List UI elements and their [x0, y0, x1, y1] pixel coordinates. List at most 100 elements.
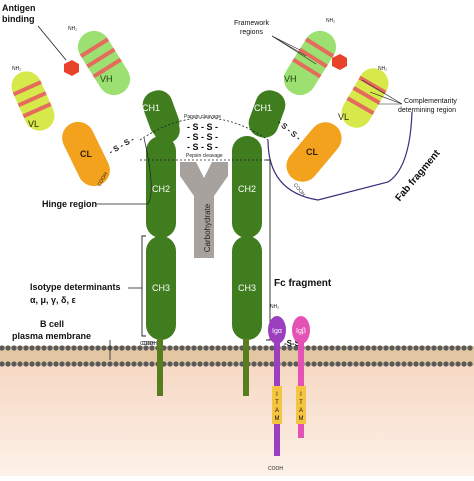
- lipid-head-inner: [437, 361, 443, 367]
- left-cl-domain: CL COOH - S - S -: [62, 121, 136, 187]
- right-heavy-cooh: COOH: [142, 341, 157, 347]
- lipid-head-inner: [377, 361, 383, 367]
- lipid-head-inner: [77, 361, 83, 367]
- lipid-head-inner: [41, 361, 47, 367]
- lipid-head-inner: [281, 361, 287, 367]
- lipid-head-outer: [347, 345, 353, 351]
- lipid-head-inner: [203, 361, 209, 367]
- lipid-head-outer: [185, 345, 191, 351]
- right-ch2-domain: [232, 136, 262, 238]
- lipid-head-outer: [137, 345, 143, 351]
- lipid-head-inner: [365, 361, 371, 367]
- lipid-head-inner: [425, 361, 431, 367]
- lipid-head-outer: [173, 345, 179, 351]
- lipid-head-outer: [203, 345, 209, 351]
- complementarity-line1: Complementarity: [404, 98, 457, 105]
- lipid-head-outer: [77, 345, 83, 351]
- right-ch1-domain: [248, 90, 286, 138]
- lipid-head-outer: [257, 345, 263, 351]
- lipid-head-inner: [107, 361, 113, 367]
- lipid-head-outer: [131, 345, 137, 351]
- left-vl-label: VL: [28, 119, 39, 129]
- hinge-disulfide-2: - S - S -: [187, 132, 218, 142]
- lipid-head-inner: [311, 361, 317, 367]
- left-vh-nh2: NH₂: [68, 26, 77, 32]
- lipid-head-inner: [401, 361, 407, 367]
- lipid-head-inner: [287, 361, 293, 367]
- lipid-head-inner: [323, 361, 329, 367]
- left-vl-nh2: NH₂: [12, 66, 21, 72]
- lipid-head-inner: [347, 361, 353, 367]
- lipid-head-outer: [227, 345, 233, 351]
- lipid-head-outer: [401, 345, 407, 351]
- fc-fragment-bracket: [266, 159, 271, 341]
- right-vl-nh2: NH₂: [378, 66, 387, 72]
- lipid-head-outer: [179, 345, 185, 351]
- lipid-head-inner: [47, 361, 53, 367]
- ig-beta-label: Igβ: [296, 328, 306, 335]
- lipid-head-inner: [23, 361, 29, 367]
- lipid-head-outer: [233, 345, 239, 351]
- lipid-head-outer: [407, 345, 413, 351]
- ig-beta-itam: [296, 386, 306, 424]
- pepsin-cleavage-label: Pepsin cleavage: [186, 153, 223, 159]
- lipid-head-inner: [209, 361, 215, 367]
- b-cell-label: B cell: [40, 319, 64, 329]
- right-cl-label: CL: [306, 147, 318, 157]
- lipid-head-outer: [191, 345, 197, 351]
- framework-regions-line2: regions: [240, 29, 263, 36]
- lipid-head-outer: [29, 345, 35, 351]
- lipid-head-outer: [413, 345, 419, 351]
- lipid-head-outer: [311, 345, 317, 351]
- left-heavy-cooh: COOH: [140, 341, 155, 347]
- lipid-head-inner: [185, 361, 191, 367]
- lipid-head-outer: [395, 345, 401, 351]
- lipid-head-outer: [209, 345, 215, 351]
- ig-alpha: Igα I T A M NH₂ COOH: [268, 304, 286, 472]
- lipid-head-inner: [125, 361, 131, 367]
- lipid-head-inner: [305, 361, 311, 367]
- lipid-head-inner: [317, 361, 323, 367]
- svg-text:M: M: [275, 416, 280, 422]
- lipid-head-inner: [335, 361, 341, 367]
- lipid-head-outer: [425, 345, 431, 351]
- ig-alpha-cooh: COOH: [268, 466, 283, 472]
- lipid-head-inner: [167, 361, 173, 367]
- left-antigen: [64, 60, 79, 76]
- lipid-head-outer: [125, 345, 131, 351]
- ig-alpha-label: Igα: [272, 328, 282, 335]
- lipid-head-inner: [137, 361, 143, 367]
- lipid-head-outer: [251, 345, 257, 351]
- lipid-head-inner: [0, 361, 5, 367]
- lipid-head-inner: [467, 361, 473, 367]
- papain-cleavage-line: [139, 117, 269, 141]
- left-ch1-label: CH1: [142, 103, 160, 113]
- lipid-head-outer: [143, 345, 149, 351]
- right-light-heavy-disulfide: - S - S -: [276, 118, 303, 143]
- lipid-head-inner: [389, 361, 395, 367]
- lipid-head-outer: [119, 345, 125, 351]
- lipid-head-outer: [287, 345, 293, 351]
- hinge-disulfide-3: - S - S -: [187, 142, 218, 152]
- lipid-head-outer: [281, 345, 287, 351]
- svg-text:A: A: [299, 408, 303, 414]
- lipid-head-inner: [449, 361, 455, 367]
- papain-cleavage-label: Papain cleavage: [184, 114, 221, 120]
- lipid-head-inner: [407, 361, 413, 367]
- left-vh-domain: VH NH₂: [68, 26, 131, 96]
- lipid-head-inner: [149, 361, 155, 367]
- lipid-head-inner: [101, 361, 107, 367]
- isotype-types-label: α, μ, γ, δ, ε: [30, 295, 77, 305]
- svg-text:T: T: [299, 400, 303, 406]
- lipid-head-inner: [233, 361, 239, 367]
- left-ch2-domain: [146, 136, 176, 238]
- carbohydrate: Carbohydrate: [180, 162, 228, 258]
- lipid-head-outer: [335, 345, 341, 351]
- isotype-determinants-label: Isotype determinants: [30, 282, 121, 292]
- ig-ab-disulfide: -S-S-: [284, 339, 303, 348]
- lipid-head-outer: [443, 345, 449, 351]
- lipid-head-outer: [89, 345, 95, 351]
- lipid-head-outer: [437, 345, 443, 351]
